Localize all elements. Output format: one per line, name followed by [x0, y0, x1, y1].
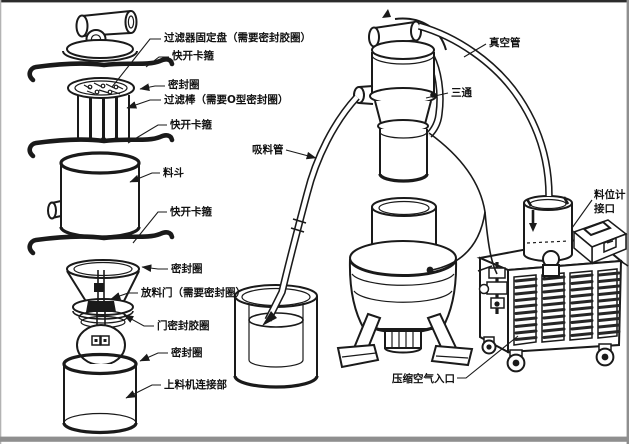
- suction-pipe-drawing: [262, 94, 360, 326]
- label-tee: 三通: [451, 87, 472, 99]
- label-filter-plate: 过滤器固定盘（需要密封胶圈）: [164, 31, 311, 44]
- tee-pipe-drawing: [426, 54, 444, 138]
- feeder-connection-drawing: [62, 352, 138, 435]
- label-seal-ring-mid: 密封圈: [171, 262, 203, 275]
- control-panel-drawing: [572, 219, 628, 265]
- filter-plate-and-rods-drawing: [67, 77, 135, 142]
- leader-lines: [110, 38, 593, 399]
- clamp-band-top: [27, 57, 175, 83]
- control-cabinet-drawing: [476, 195, 629, 373]
- label-seal-ring-top: 密封圈: [168, 78, 200, 91]
- label-clamp-mid: 快开卡箍: [169, 118, 212, 131]
- connection-hoses-drawing: [426, 132, 498, 275]
- label-filter-rod: 过滤棒（需要O型密封圈）: [164, 93, 288, 106]
- exploded-view: [27, 10, 175, 435]
- vacuum-pipe-drawing: [417, 22, 553, 197]
- filter-plate-hatch: [83, 82, 124, 95]
- label-hopper: 料斗: [163, 166, 184, 179]
- label-compressed-air-inlet: 压缩空气入口: [392, 372, 455, 385]
- clamp-band-mid: [27, 133, 175, 159]
- filter-lid-drawing: [62, 10, 138, 62]
- label-level-gauge-port: 料位计 接口: [594, 188, 629, 215]
- casters-drawing: [481, 336, 615, 373]
- ball-valve-drawing: [76, 324, 126, 366]
- clamp-band-bottom: [27, 230, 175, 256]
- vacuum-feeder-drawing: [353, 9, 447, 183]
- labels: 过滤器固定盘（需要密封胶圈） 快开卡箍 密封圈 过滤棒（需要O型密封圈） 快开卡…: [140, 31, 629, 391]
- label-clamp-top: 快开卡箍: [171, 49, 214, 62]
- label-seal-ring-bottom: 密封圈: [171, 346, 203, 359]
- label-discharge-door: 放料门（需要密封圈）: [140, 286, 246, 299]
- label-suction-pipe: 吸料管: [252, 143, 284, 156]
- silo-tank-drawing: [336, 197, 474, 369]
- level-tank-drawing: [523, 195, 573, 280]
- label-feeder-connection: 上料机连接部: [164, 378, 227, 391]
- label-vacuum-pipe: 真空管: [489, 36, 521, 49]
- discharge-door-drawing: [66, 259, 140, 336]
- hopper-drawing: [47, 151, 141, 239]
- label-clamp-bottom: 快开卡箍: [169, 205, 212, 218]
- label-door-seal-ring: 门密封胶圈: [157, 319, 210, 332]
